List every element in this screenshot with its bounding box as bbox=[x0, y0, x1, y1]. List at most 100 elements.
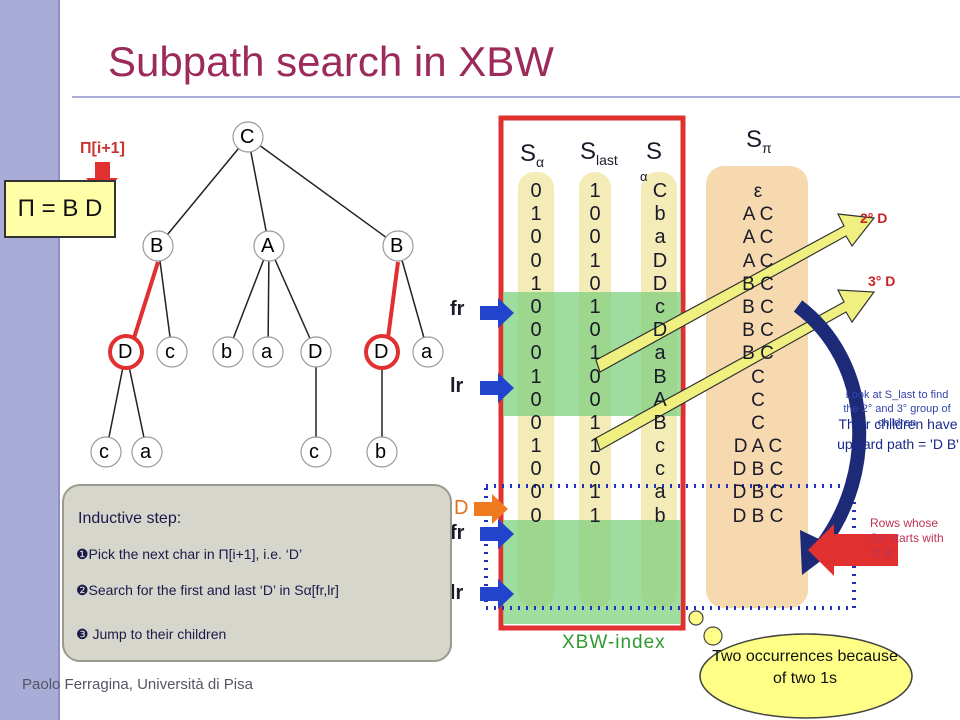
s-char: a bbox=[654, 481, 666, 504]
s-char: c bbox=[655, 435, 665, 458]
s-char: a bbox=[654, 342, 666, 365]
s-alpha-bit: 0 bbox=[530, 481, 542, 504]
lr2-label: lr bbox=[450, 582, 464, 604]
s-pi-entry: B C bbox=[742, 320, 774, 342]
s-alpha-bit: 1 bbox=[530, 435, 542, 458]
tree-node-circles bbox=[90, 121, 444, 468]
lr-label: lr bbox=[450, 375, 464, 397]
left-bar-edge bbox=[58, 0, 60, 720]
s-pi-entry: C bbox=[751, 366, 765, 388]
s-char: a bbox=[654, 226, 666, 249]
node-l1-0: B bbox=[150, 235, 164, 257]
s-char: b bbox=[654, 504, 666, 527]
fr-label: fr bbox=[450, 298, 465, 320]
s-pi-entry: B C bbox=[742, 273, 774, 295]
s-alpha-bit: 0 bbox=[530, 388, 542, 411]
node-l2-0: D bbox=[118, 341, 133, 363]
s-alpha-marker: α bbox=[640, 169, 648, 184]
node-root: C bbox=[240, 126, 255, 148]
s-char: A bbox=[653, 388, 667, 411]
node-l2-4: D bbox=[308, 341, 323, 363]
step-1: ❶Pick the next char in Π[i+1], i.e. ‘D’ bbox=[76, 546, 303, 562]
s-alpha-bit: 0 bbox=[530, 411, 542, 434]
cloud-dot-large bbox=[703, 626, 723, 646]
s-pi-entry: C bbox=[751, 389, 765, 411]
s-last-bit: 1 bbox=[589, 180, 601, 202]
d-pointer-arrow bbox=[474, 494, 508, 524]
pi-pattern-box: Π = B D bbox=[4, 180, 116, 238]
s-char: D bbox=[652, 249, 668, 272]
s-alpha-bit: 0 bbox=[530, 342, 542, 365]
callout-cloud bbox=[699, 633, 913, 719]
s-pi-entry: C bbox=[751, 412, 765, 434]
s-alpha-bit: 0 bbox=[530, 180, 542, 202]
step-2: ❷Search for the first and last ‘D’ in Sα… bbox=[76, 582, 339, 598]
s-pi-entry: D B C bbox=[732, 459, 784, 481]
s-pi-entry: D B C bbox=[732, 482, 784, 504]
s-alpha-bit: 1 bbox=[530, 365, 542, 388]
s-pi-column-bg bbox=[706, 166, 808, 608]
step-heading: Inductive step: bbox=[78, 510, 182, 527]
d-pointer-label: D bbox=[454, 497, 469, 519]
s-alpha-bit: 0 bbox=[530, 249, 542, 272]
rows-red-arrow bbox=[808, 524, 898, 576]
cloud-text: Two occurrences because of two 1s bbox=[712, 648, 898, 687]
s-last-bit: 1 bbox=[589, 481, 601, 504]
s-alpha-bit: 0 bbox=[530, 458, 542, 481]
rows-note: Rows whose Sπ starts with 'D B' bbox=[870, 516, 944, 560]
node-l1-2: B bbox=[390, 235, 404, 257]
s-char: c bbox=[655, 295, 665, 318]
pointer-arrows bbox=[480, 298, 514, 609]
fr2-label: fr bbox=[450, 522, 465, 544]
footer-credit: Paolo Ferragina, Università di Pisa bbox=[22, 676, 253, 693]
title-rule bbox=[72, 96, 960, 98]
slide-title: Subpath search in XBW bbox=[108, 38, 554, 85]
header-s-alpha: Sα bbox=[520, 140, 545, 170]
s-char: D bbox=[652, 272, 668, 295]
child-arrows bbox=[595, 213, 876, 451]
header-s-last: Slast bbox=[580, 138, 618, 168]
node-l2-5: D bbox=[374, 341, 389, 363]
s-pi-entry: ε bbox=[753, 181, 763, 202]
s-alpha-bit: 1 bbox=[530, 203, 542, 226]
left-decorative-bar bbox=[0, 0, 58, 720]
third-d-note: 3° D bbox=[868, 273, 896, 289]
s-last-bit: 1 bbox=[589, 411, 601, 434]
s-last-bit: 0 bbox=[589, 319, 601, 342]
s-char: C bbox=[652, 180, 668, 202]
cloud-dot-small bbox=[688, 610, 704, 626]
s-last-bit: 1 bbox=[589, 435, 601, 458]
s-char: c bbox=[655, 458, 665, 481]
look-at-note: Look at S_last to find the 2° and 3° gro… bbox=[843, 389, 951, 429]
s-alpha-bit: 0 bbox=[530, 319, 542, 342]
s-char: b bbox=[654, 203, 666, 226]
s-pi-entry: D A C bbox=[733, 436, 783, 458]
node-l1-1: A bbox=[261, 235, 275, 257]
s-char: D bbox=[652, 319, 668, 342]
s-last-bit: 1 bbox=[589, 295, 601, 318]
s-last-bit: 1 bbox=[589, 342, 601, 365]
s-char: B bbox=[653, 365, 667, 388]
range-highlight-1 bbox=[503, 292, 681, 416]
s-last-bit: 0 bbox=[589, 365, 601, 388]
s-char: B bbox=[653, 411, 667, 434]
s-pi-entry: B C bbox=[742, 343, 774, 365]
pi-index-arrow bbox=[86, 162, 118, 196]
xbw-index-frame bbox=[498, 115, 686, 631]
s-last-bit: 0 bbox=[589, 458, 601, 481]
tree-highlight-edges bbox=[132, 261, 400, 339]
header-s: S bbox=[646, 138, 663, 165]
s-last-bit: 0 bbox=[589, 272, 601, 295]
node-l2-3: a bbox=[261, 341, 273, 363]
node-l2-6: a bbox=[421, 341, 433, 363]
second-d-note: 2° D bbox=[860, 210, 888, 226]
s-alpha-bit: 0 bbox=[530, 226, 542, 249]
s-alpha-bit: 0 bbox=[530, 295, 542, 318]
node-l3-3: b bbox=[375, 441, 387, 463]
s-last-bit: 0 bbox=[589, 388, 601, 411]
inductive-step-box: Inductive step: ❶Pick the next char in Π… bbox=[62, 484, 452, 662]
